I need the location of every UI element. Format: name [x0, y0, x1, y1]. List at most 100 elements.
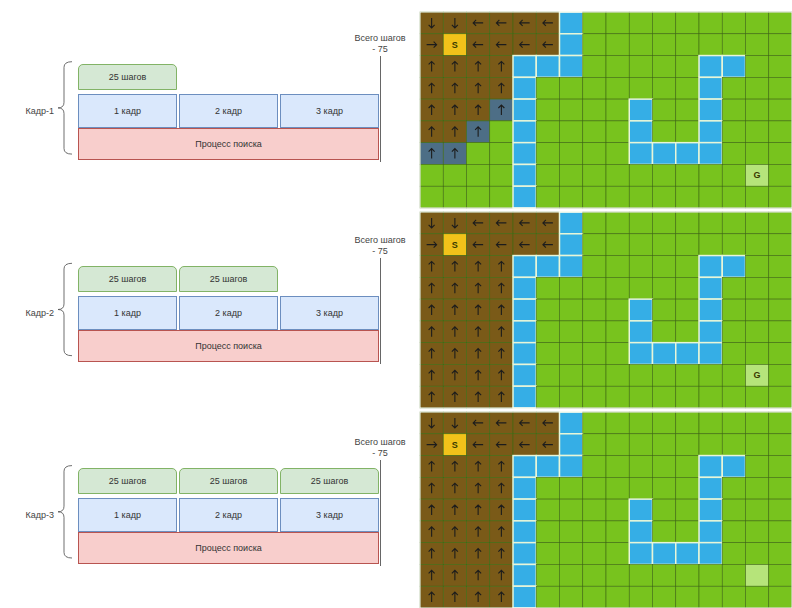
- map-cell: [606, 299, 629, 321]
- map-cell: [699, 434, 722, 456]
- direction-arrow: [496, 42, 506, 48]
- direction-arrow: [429, 218, 435, 228]
- map-cell: [653, 164, 676, 186]
- map-cell: [443, 186, 466, 208]
- direction-arrow: [475, 105, 481, 115]
- map-cell: [629, 434, 652, 456]
- map-cell: [653, 477, 676, 499]
- river-cell: [513, 521, 536, 543]
- river-cell: [629, 343, 652, 365]
- map-cell: [583, 343, 606, 365]
- direction-arrow: [429, 105, 435, 115]
- map-cell: [606, 499, 629, 521]
- map-cell: [653, 364, 676, 386]
- map-cell: [606, 386, 629, 408]
- map-cell: [536, 499, 559, 521]
- map-cell: [746, 434, 769, 456]
- map-cell: [560, 586, 583, 608]
- map-cell: [443, 343, 466, 365]
- direction-arrow: [427, 42, 437, 48]
- direction-arrow: [429, 483, 435, 493]
- river-cell: [513, 143, 536, 165]
- map-cell: [606, 34, 629, 56]
- map-cell: [467, 586, 490, 608]
- map-cell: [560, 364, 583, 386]
- map-cell: [490, 164, 513, 186]
- map-cell: [653, 434, 676, 456]
- step-block: 25 шагов: [280, 468, 379, 494]
- map-cell: [769, 99, 792, 121]
- total-markers: [380, 56, 381, 566]
- direction-arrow: [475, 461, 481, 471]
- river-cell: [513, 164, 536, 186]
- map-cell: [536, 299, 559, 321]
- river-cell: [560, 12, 583, 34]
- direction-arrow: [475, 283, 481, 293]
- map-cell: [583, 56, 606, 78]
- direction-arrow: [429, 570, 435, 580]
- block-text: 3 кадр: [313, 510, 346, 520]
- map-cell: [676, 212, 699, 234]
- river-cell: [699, 256, 722, 278]
- map-cell: [746, 521, 769, 543]
- map-cell: [722, 412, 745, 434]
- map-cell: [467, 521, 490, 543]
- total-line: [380, 56, 381, 162]
- brace: [58, 263, 72, 355]
- direction-arrow: [475, 392, 481, 402]
- search-process-bar: Процесс поиска: [78, 532, 379, 564]
- map-cell: [420, 12, 443, 34]
- map-cell: [560, 564, 583, 586]
- block-text: 25 шагов: [207, 274, 251, 284]
- direction-arrow: [543, 220, 553, 226]
- map-cell: [676, 277, 699, 299]
- river-cell: [560, 434, 583, 456]
- map-cell: [606, 434, 629, 456]
- direction-arrow: [452, 392, 458, 402]
- direction-arrow: [475, 549, 481, 559]
- map-cell: [769, 543, 792, 565]
- map-cell: [443, 143, 466, 165]
- direction-arrow: [475, 349, 481, 359]
- river-cell: [513, 343, 536, 365]
- map-cell: [490, 299, 513, 321]
- map-cell: [699, 186, 722, 208]
- map-cell: [443, 364, 466, 386]
- map-cell: [443, 543, 466, 565]
- map-cell: [490, 186, 513, 208]
- map-cell: [699, 386, 722, 408]
- river-cell: [699, 477, 722, 499]
- direction-arrow: [498, 592, 504, 602]
- map-cell: [746, 12, 769, 34]
- river-cell: [513, 299, 536, 321]
- map-cell: [746, 321, 769, 343]
- map-cell: [769, 364, 792, 386]
- block-text: 2 кадр: [212, 308, 245, 318]
- map-cell: [722, 34, 745, 56]
- direction-arrow: [452, 349, 458, 359]
- direction-arrow: [473, 42, 483, 48]
- river-cell: [722, 256, 745, 278]
- map-cell: [676, 299, 699, 321]
- map-cell: [606, 521, 629, 543]
- map-cell: [769, 321, 792, 343]
- map-cell: [653, 564, 676, 586]
- map-frame: [420, 412, 792, 608]
- map-cell: [467, 12, 490, 34]
- direction-arrow: [452, 61, 458, 71]
- map-cell: [490, 56, 513, 78]
- map-cell: [746, 456, 769, 478]
- direction-arrow: [475, 261, 481, 271]
- block-text: Процесс поиска: [192, 341, 265, 351]
- map-cell: [467, 77, 490, 99]
- map-cell: [490, 234, 513, 256]
- map-cell: [653, 299, 676, 321]
- map-cell: [722, 564, 745, 586]
- map-cell: [467, 234, 490, 256]
- map-cell: [722, 364, 745, 386]
- map-cell: [653, 12, 676, 34]
- direction-arrow: [427, 242, 437, 248]
- map-cell: [676, 234, 699, 256]
- map-cell: [443, 456, 466, 478]
- total-line: [380, 460, 381, 566]
